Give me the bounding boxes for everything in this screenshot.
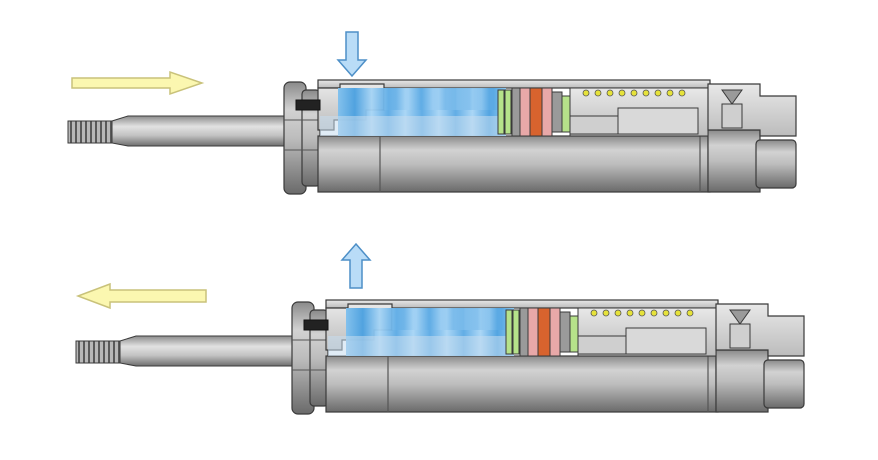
cylinder-retract xyxy=(75,299,805,415)
up-arrow-icon xyxy=(340,242,372,289)
cylinder-extend xyxy=(67,79,797,195)
left-arrow-icon xyxy=(75,282,207,310)
down-arrow-icon xyxy=(336,31,368,78)
right-arrow-icon xyxy=(71,70,205,96)
